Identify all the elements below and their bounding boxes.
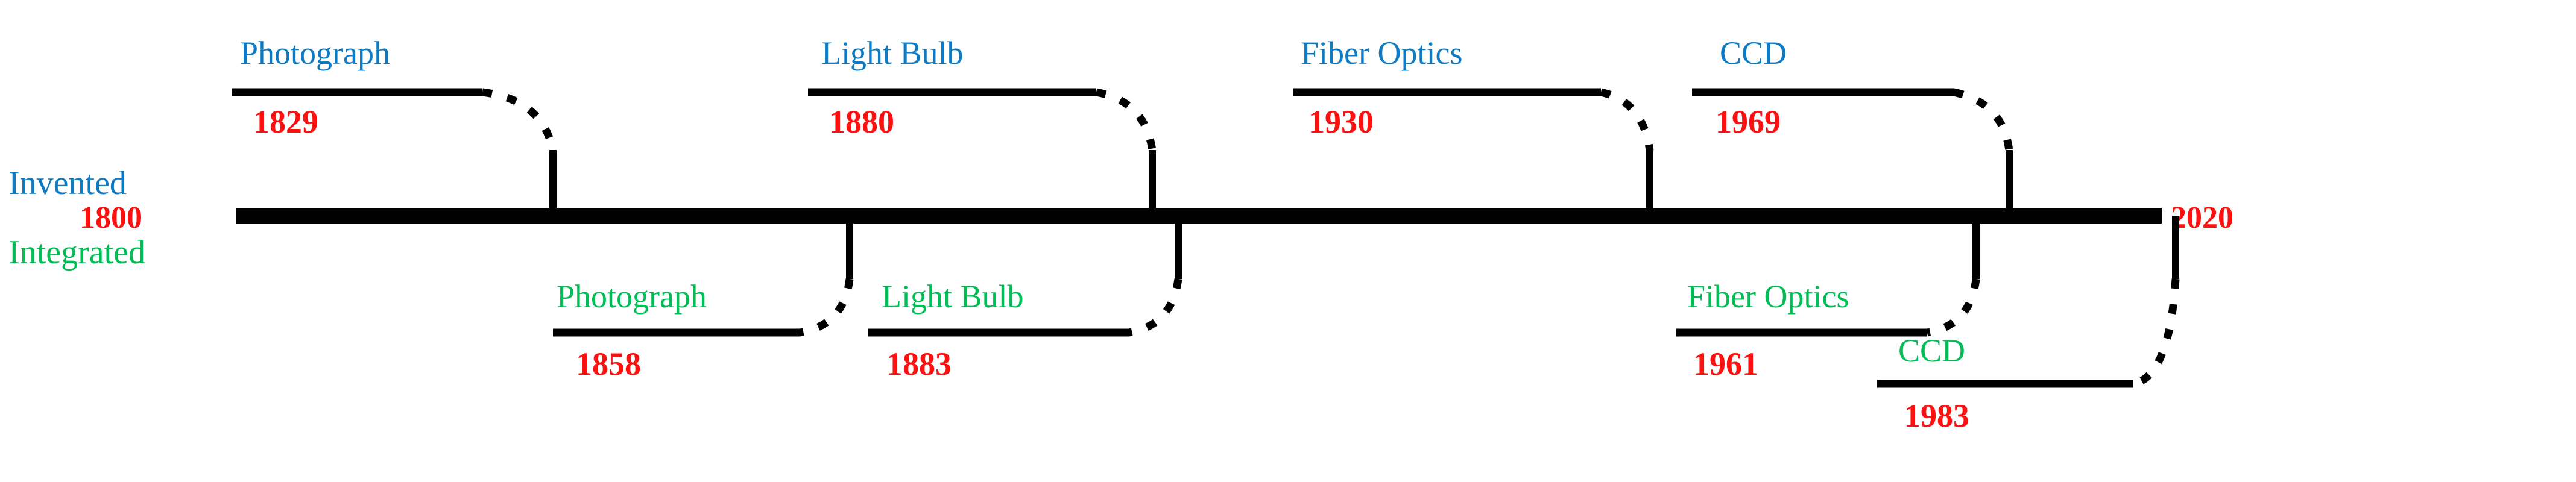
- event-label: Fiber Optics: [1301, 35, 1462, 71]
- axis-start-year: 1800: [80, 201, 142, 235]
- event-leader-dotted: [482, 88, 557, 152]
- event-leader-dotted: [1128, 278, 1182, 337]
- event-year: 1930: [1309, 104, 1374, 140]
- event-leader-dotted: [1953, 88, 2013, 151]
- event-leader-dotted: [1095, 88, 1157, 151]
- event-below-2[interactable]: Fiber Optics 1961: [1676, 216, 1980, 382]
- event-above-2[interactable]: Fiber Optics 1930: [1293, 35, 1654, 216]
- event-year: 1883: [886, 346, 952, 382]
- event-above-0[interactable]: Photograph 1829: [232, 35, 557, 216]
- event-leader-dotted: [1600, 88, 1654, 151]
- axis-end-year: 2020: [2171, 201, 2233, 235]
- event-year: 1829: [253, 104, 318, 140]
- event-label: CCD: [1898, 333, 1965, 369]
- event-year: 1983: [1904, 398, 1969, 434]
- event-leader-dotted: [798, 278, 854, 337]
- event-year: 1880: [829, 104, 894, 140]
- event-year: 1969: [1716, 104, 1781, 140]
- axis-label-integrated: Integrated: [8, 234, 145, 271]
- timeline-axis-bar: [236, 208, 2162, 224]
- event-above-1[interactable]: Light Bulb 1880: [808, 35, 1157, 216]
- event-label: CCD: [1720, 35, 1787, 71]
- event-leader-dotted: [2132, 278, 2180, 388]
- event-label: Photograph: [240, 35, 390, 71]
- event-below-1[interactable]: Light Bulb 1883: [868, 216, 1182, 382]
- event-label: Light Bulb: [882, 278, 1024, 315]
- event-label: Fiber Optics: [1687, 278, 1849, 315]
- event-year: 1961: [1693, 346, 1758, 382]
- event-label: Light Bulb: [821, 35, 964, 71]
- event-label: Photograph: [557, 278, 707, 315]
- event-year: 1858: [576, 346, 641, 382]
- event-below-0[interactable]: Photograph 1858: [553, 216, 854, 382]
- event-leader-dotted: [1926, 278, 1980, 337]
- axis-label-invented: Invented: [8, 164, 127, 202]
- event-above-3[interactable]: CCD 1969: [1692, 35, 2013, 216]
- event-below-3[interactable]: CCD 1983: [1877, 216, 2180, 434]
